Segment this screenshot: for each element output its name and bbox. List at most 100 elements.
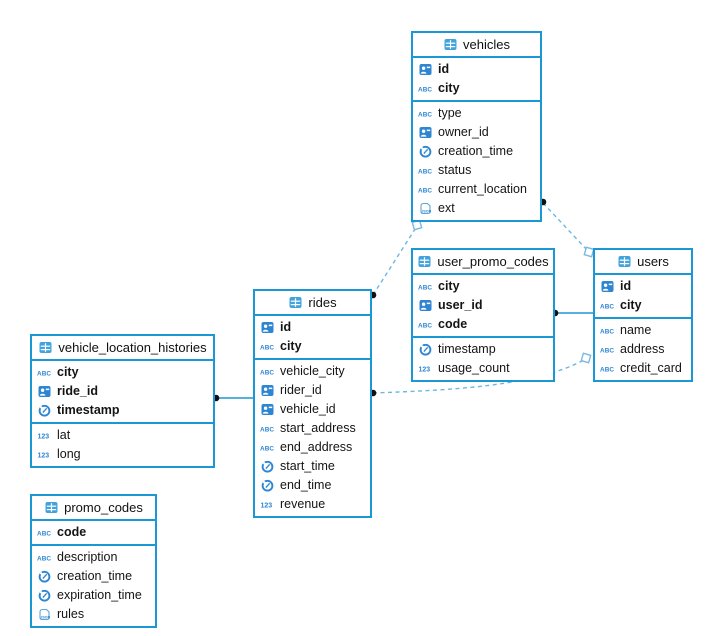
table-header-user_promo_codes[interactable]: user_promo_codes [413,250,553,275]
column-label: current_location [438,182,527,196]
column-label: id [620,279,632,293]
uuid-id-icon [418,126,433,139]
svg-text:ABC: ABC [418,188,432,195]
column-label: long [57,447,81,461]
column-label: type [438,106,462,120]
column-vehicle_location_histories-long[interactable]: 123 long [32,445,213,464]
table-header-users[interactable]: users [595,250,691,275]
uuid-id-icon [600,280,615,293]
column-rides-vehicle_id[interactable]: vehicle_id [255,400,370,419]
table-header-rides[interactable]: rides [255,291,370,316]
clock-icon [37,404,52,417]
table-icon [443,38,458,51]
column-vehicles-current_location[interactable]: ABC current_location [413,180,540,199]
number-123-icon: 123 [37,429,52,442]
column-label: usage_count [438,361,510,375]
column-users-credit_card[interactable]: ABC credit_card [595,359,691,378]
column-vehicle_location_histories-lat[interactable]: 123 lat [32,426,213,445]
text-abc-icon: ABC [600,343,615,356]
column-user_promo_codes-usage_count[interactable]: 123 usage_count [413,359,553,378]
column-label: vehicle_city [280,364,345,378]
text-abc-icon: ABC [260,441,275,454]
column-label: owner_id [438,125,489,139]
column-promo_codes-creation_time[interactable]: creation_time [32,567,155,586]
text-abc-icon: ABC [260,365,275,378]
text-abc-icon: ABC [418,82,433,95]
column-vehicles-id[interactable]: id [413,60,540,79]
column-rides-vehicle_city[interactable]: ABC vehicle_city [255,362,370,381]
column-label: revenue [280,497,326,511]
column-label: start_address [280,421,356,435]
column-label: credit_card [620,361,682,375]
column-vehicles-type[interactable]: ABC type [413,104,540,123]
column-label: vehicle_id [280,402,336,416]
column-label: start_time [280,459,335,473]
table-header-vehicle_location_histories[interactable]: vehicle_location_histories [32,336,213,361]
relationship-vehicles-users[interactable] [542,202,589,252]
svg-text:ABC: ABC [600,304,614,311]
clock-icon [37,589,52,602]
number-123-icon: 123 [418,362,433,375]
text-abc-icon: ABC [260,422,275,435]
relationship-square-marker [580,352,592,364]
column-vehicles-creation_time[interactable]: creation_time [413,142,540,161]
column-rides-id[interactable]: id [255,318,370,337]
svg-text:ABC: ABC [260,345,274,352]
column-vehicles-city[interactable]: ABC city [413,79,540,98]
column-rides-start_time[interactable]: start_time [255,457,370,476]
svg-text:123: 123 [38,434,50,441]
column-rides-rider_id[interactable]: rider_id [255,381,370,400]
table-icon [417,255,432,268]
number-123-icon: 123 [37,448,52,461]
column-promo_codes-expiration_time[interactable]: expiration_time [32,586,155,605]
text-abc-icon: ABC [600,362,615,375]
svg-text:ABC: ABC [600,367,614,374]
relationship-rides-vehicles[interactable] [372,225,418,296]
column-rides-start_address[interactable]: ABC start_address [255,419,370,438]
column-vehicle_location_histories-ride_id[interactable]: ride_id [32,382,213,401]
column-label: lat [57,428,71,442]
column-label: user_id [438,298,483,312]
column-label: ride_id [57,384,98,398]
column-vehicles-owner_id[interactable]: owner_id [413,123,540,142]
column-rides-end_time[interactable]: end_time [255,476,370,495]
svg-text:ABC: ABC [418,112,432,119]
column-label: city [438,81,460,95]
clock-icon [260,460,275,473]
column-user_promo_codes-user_id[interactable]: user_id [413,296,553,315]
table-title: users [637,254,669,269]
table-header-vehicles[interactable]: vehicles [413,33,540,58]
svg-text:ABC: ABC [37,556,51,563]
column-users-id[interactable]: id [595,277,691,296]
column-user_promo_codes-timestamp[interactable]: timestamp [413,340,553,359]
text-abc-icon: ABC [418,318,433,331]
text-abc-icon: ABC [418,183,433,196]
text-abc-icon: ABC [260,340,275,353]
column-vehicle_location_histories-timestamp[interactable]: timestamp [32,401,213,420]
table-icon [38,341,53,354]
table-header-promo_codes[interactable]: promo_codes [32,496,155,521]
column-label: id [438,62,450,76]
